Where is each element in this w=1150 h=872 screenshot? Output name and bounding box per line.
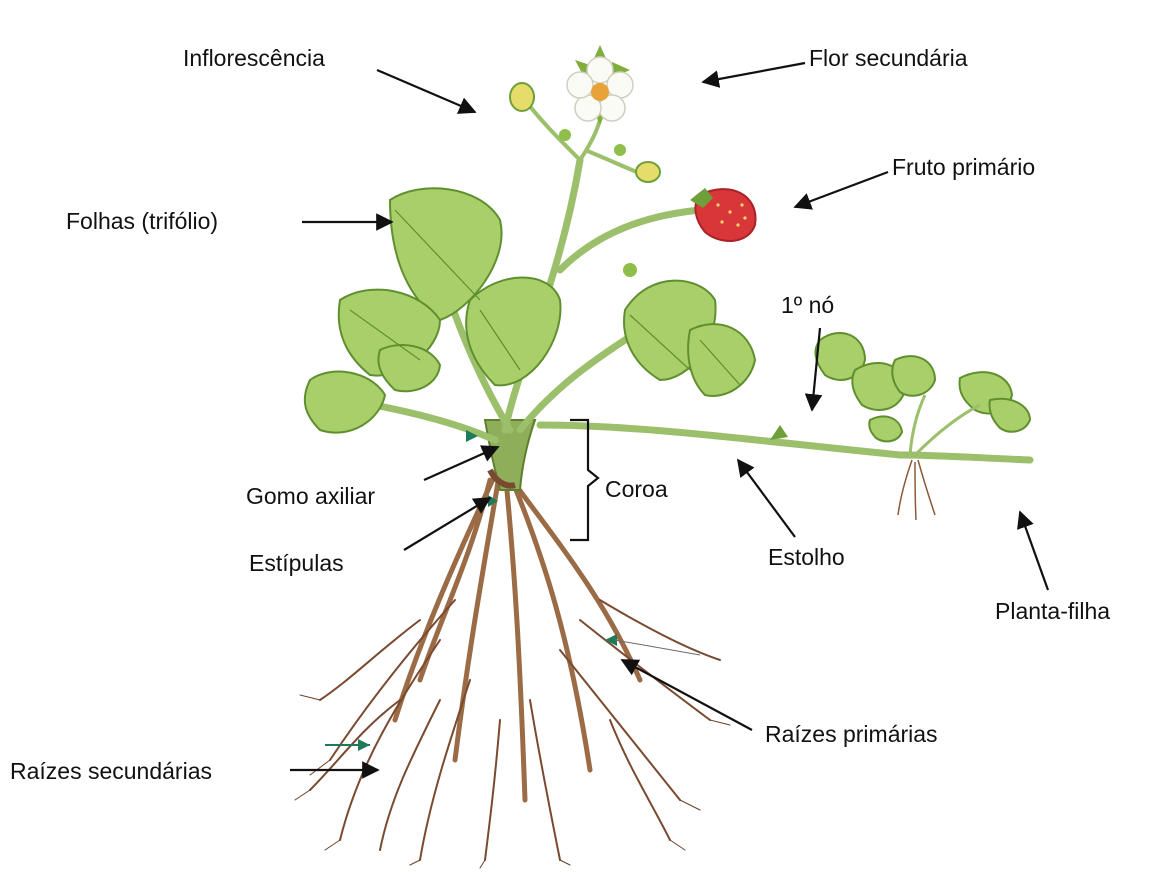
arrow-estolho <box>738 460 795 537</box>
label-raizes-primarias: Raízes primárias <box>765 723 938 746</box>
label-gomo-axiliar: Gomo axiliar <box>246 485 375 508</box>
coroa-bracket <box>570 420 598 540</box>
label-primeiro-no: 1º nó <box>781 294 834 317</box>
label-flor-secundaria: Flor secundária <box>809 47 968 70</box>
arrow-inflorescencia <box>377 70 475 112</box>
arrow-raizes-primarias <box>622 660 752 730</box>
arrow-fruto-primario <box>795 172 888 207</box>
label-estipulas: Estípulas <box>249 552 344 575</box>
primary-fruit <box>690 188 756 241</box>
label-inflorescencia: Inflorescência <box>183 47 325 70</box>
daughter-plant <box>815 333 1030 520</box>
arrow-primeiro-no <box>812 328 820 410</box>
label-coroa: Coroa <box>605 478 668 501</box>
label-fruto-primario: Fruto primário <box>892 156 1035 179</box>
secondary-flower <box>567 45 633 125</box>
arrow-planta-filha <box>1020 512 1048 590</box>
leaves <box>305 188 755 432</box>
arrow-gomo-axiliar <box>424 447 498 480</box>
label-estolho: Estolho <box>768 546 845 569</box>
label-folhas: Folhas (trifólio) <box>66 210 218 233</box>
label-planta-filha: Planta-filha <box>995 600 1110 623</box>
label-raizes-secundarias: Raízes secundárias <box>10 760 212 783</box>
roots <box>295 470 730 868</box>
runner-node <box>770 425 788 440</box>
arrow-flor-secundaria <box>703 63 805 82</box>
